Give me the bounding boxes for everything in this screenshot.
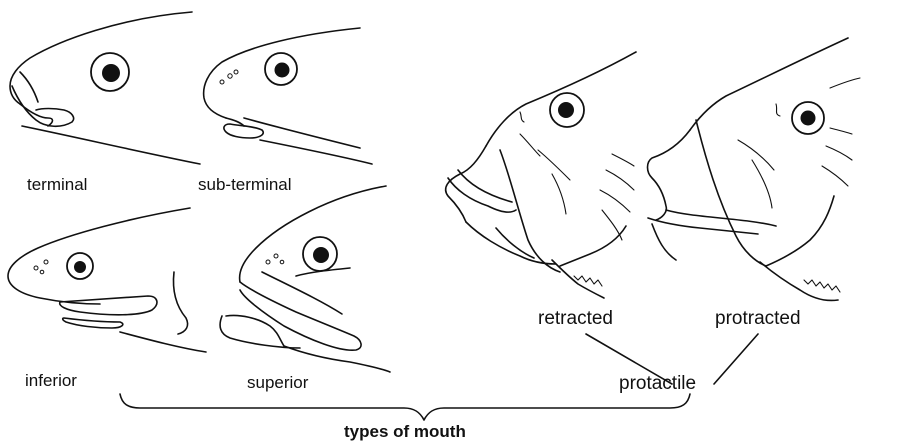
label-superior: superior bbox=[247, 374, 308, 391]
fish-head-superior bbox=[220, 186, 390, 372]
label-retracted: retracted bbox=[538, 309, 613, 328]
fish-head-sub-terminal bbox=[204, 28, 372, 164]
types-of-mouth-brace bbox=[120, 394, 690, 420]
label-types-of-mouth: types of mouth bbox=[344, 423, 466, 440]
fish-head-retracted bbox=[446, 52, 636, 298]
label-inferior: inferior bbox=[25, 372, 77, 389]
label-terminal: terminal bbox=[27, 176, 87, 193]
fish-head-protracted bbox=[648, 38, 861, 301]
label-protactile: protactile bbox=[619, 374, 696, 393]
label-sub-terminal: sub-terminal bbox=[198, 176, 292, 193]
fish-head-inferior bbox=[8, 208, 206, 352]
fish-head-terminal bbox=[10, 12, 200, 164]
label-protracted: protracted bbox=[715, 309, 801, 328]
